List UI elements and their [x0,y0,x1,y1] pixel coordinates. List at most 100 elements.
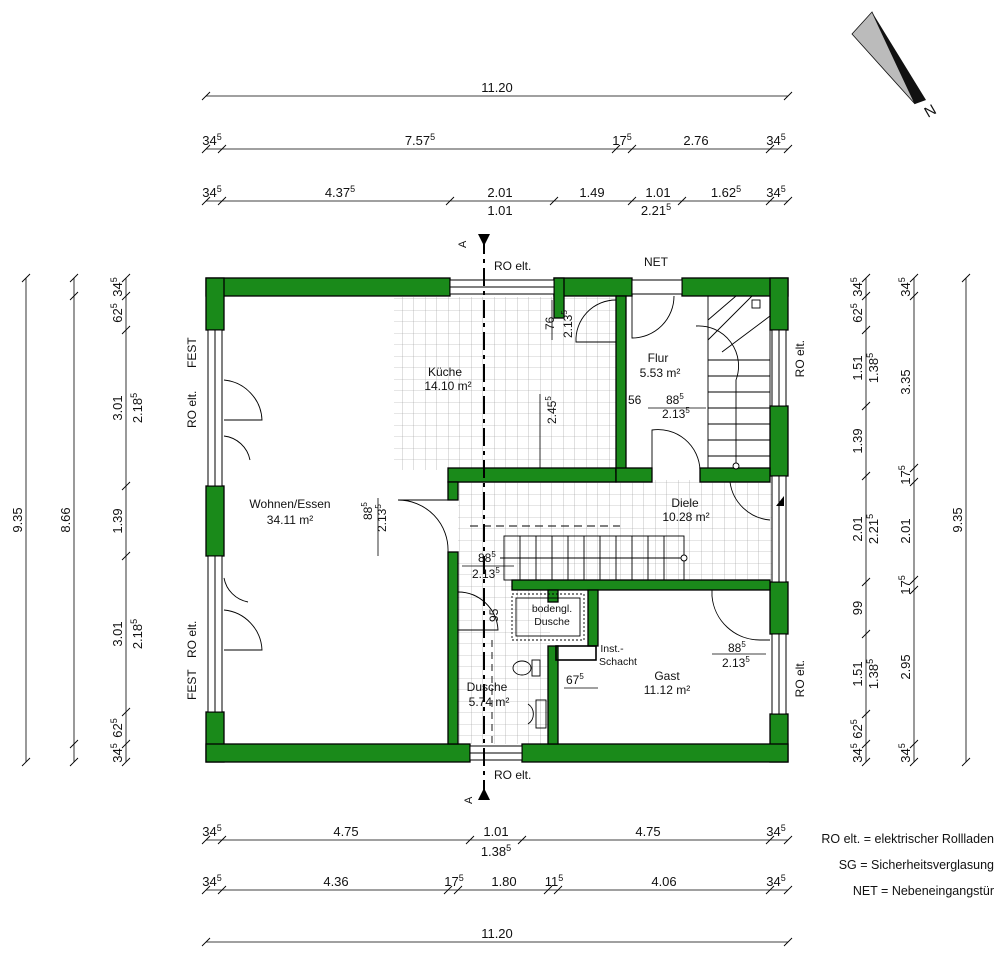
doors [223,295,771,651]
dim-top-row3-tick [677,196,687,206]
svg-text:885: 885 [478,550,496,565]
dim-bottom-row2-tick [443,885,453,895]
dim-right-row-a-label: 1.39 [850,428,865,453]
dim-left-inner-tick [121,707,131,717]
ro-label-left-1: RO elt. [185,391,199,428]
dim-right-row-a-label: 345 [849,743,865,762]
dim-right-row-a-tick [861,471,871,481]
dim-left-inner-tick [121,757,131,767]
dim-right-row-b-tick [909,757,919,767]
dim-top-row2-tick [765,144,775,154]
dim-bottom-row2-label: 345 [202,873,221,889]
dim-right-row-a-label: 625 [849,303,865,322]
dim-top-row3-tick [783,196,793,206]
dim-top-row2-label: 345 [202,132,221,148]
dim-top-row2-tick [783,144,793,154]
dim-right-row-a-label: 345 [849,277,865,296]
dim-right-row-a-sub-label: 1.385 [865,353,881,383]
dim-right-row-a-label: 625 [849,719,865,738]
room-name-kueche: Küche [428,365,462,379]
dim-bottom-row2-label: 345 [766,873,785,889]
ro-label-bottom: RO elt. [494,768,531,782]
bathroom-fixtures [491,593,597,744]
dim-top-row3-tick [549,196,559,206]
legend-item-sg: SG = Sicherheitsverglasung [838,858,994,872]
dim-top-row2-tick [627,144,637,154]
svg-text:2.135: 2.135 [722,655,750,670]
ro-label-left-2: RO elt. [185,621,199,658]
room-area-kueche: 14.10 m² [424,379,471,393]
dim-left-inner-tick [121,739,131,749]
shaft-label-2: Schacht [599,656,637,668]
dim-bottom-row1-tick [217,835,227,845]
room-labels: Wohnen/Essen 34.11 m² Küche 14.10 m² Flu… [249,351,709,709]
dim-right-row-b-tick [909,273,919,283]
svg-text:56: 56 [628,393,642,407]
dim-left-inner-sub-label: 2.185 [129,619,145,649]
ro-label-right-1: RO elt. [793,340,807,377]
dim-bottom-row2-label: 1.80 [491,874,516,889]
dim-right-row-a-tick [861,401,871,411]
dim-right-total-label: 9.35 [950,507,965,532]
dim-bottom-row2-tick [217,885,227,895]
svg-text:675: 675 [566,672,584,687]
svg-text:885: 885 [666,392,684,407]
dim-bottom-row2-label: 175 [444,873,463,889]
dim-left-inner-label: 625 [109,303,125,322]
dim-right-row-a-label: 1.51 [850,355,865,380]
dim-bottom-row2-tick [453,885,463,895]
dim-top-row3-label: 345 [766,184,785,200]
svg-text:2.135: 2.135 [472,566,500,581]
dim-right-row-a-tick [861,577,871,587]
net-label: NET [644,255,669,269]
dim-right-row-b-tick [909,739,919,749]
dim-bottom-row1-label: 345 [766,823,785,839]
dim-bottom-row2-tick [543,885,553,895]
dim-left-total-tick [21,273,31,283]
section-label-top: A [457,240,469,248]
dim-top-row2-tick [217,144,227,154]
dim-right-row-b-tick [909,575,919,585]
dim-right-row-a-label: 99 [850,601,865,615]
dim-top-row2-tick [201,144,211,154]
dim-left-inner-tick [121,481,131,491]
dim-right-row-b-label: 3.35 [898,369,913,394]
dim-right-row-a-sub-label: 1.385 [865,659,881,689]
dim-top-row2-label: 2.76 [683,133,708,148]
dim-top-row2-tick [611,144,621,154]
room-area-wohnen: 34.11 m² [267,513,313,527]
dim-left-total-tick [21,757,31,767]
dim-top-row2-label: 7.575 [405,132,435,148]
dim-right-row-a-label: 2.01 [850,516,865,541]
dim-bottom-row1-tick [517,835,527,845]
dim-bottom-row2-tick [783,885,793,895]
room-name-gast: Gast [654,669,680,683]
dim-right-total-tick [961,273,971,283]
dim-right-row-b-tick [909,585,919,595]
dim-right-row-a-sub-label: 2.215 [865,514,881,544]
dim-left-total-label: 9.35 [10,507,25,532]
dim-left-mid-label: 8.66 [58,507,73,532]
room-name-wohnen: Wohnen/Essen [249,497,330,511]
ro-label-top: RO elt. [494,259,531,273]
dim-left-mid-tick [69,291,79,301]
tiled-floors [394,297,776,744]
legend-item-net: NET = Nebeneingangstür [852,884,994,898]
dim-top-total-label: 11.20 [481,80,513,95]
dim-bottom-row1-tick [201,835,211,845]
dim-right-row-a-tick [861,757,871,767]
dim-left-inner-label: 3.01 [110,395,125,420]
fest-label-left-2: FEST [185,669,199,700]
dim-right-row-b-tick [909,477,919,487]
section-line-a: A A [457,234,784,804]
dim-right-row-b-label: 2.01 [898,518,913,543]
dim-right-row-a-tick [861,325,871,335]
dim-right-row-b-tick [909,463,919,473]
opening-labels: RO elt. RO elt. NET RO elt. FEST RO elt.… [185,255,807,782]
room-name-dusche: Dusche [467,680,508,694]
dim-bottom-row2-tick [553,885,563,895]
dim-top-row3-tick [627,196,637,206]
stairs [470,295,771,581]
